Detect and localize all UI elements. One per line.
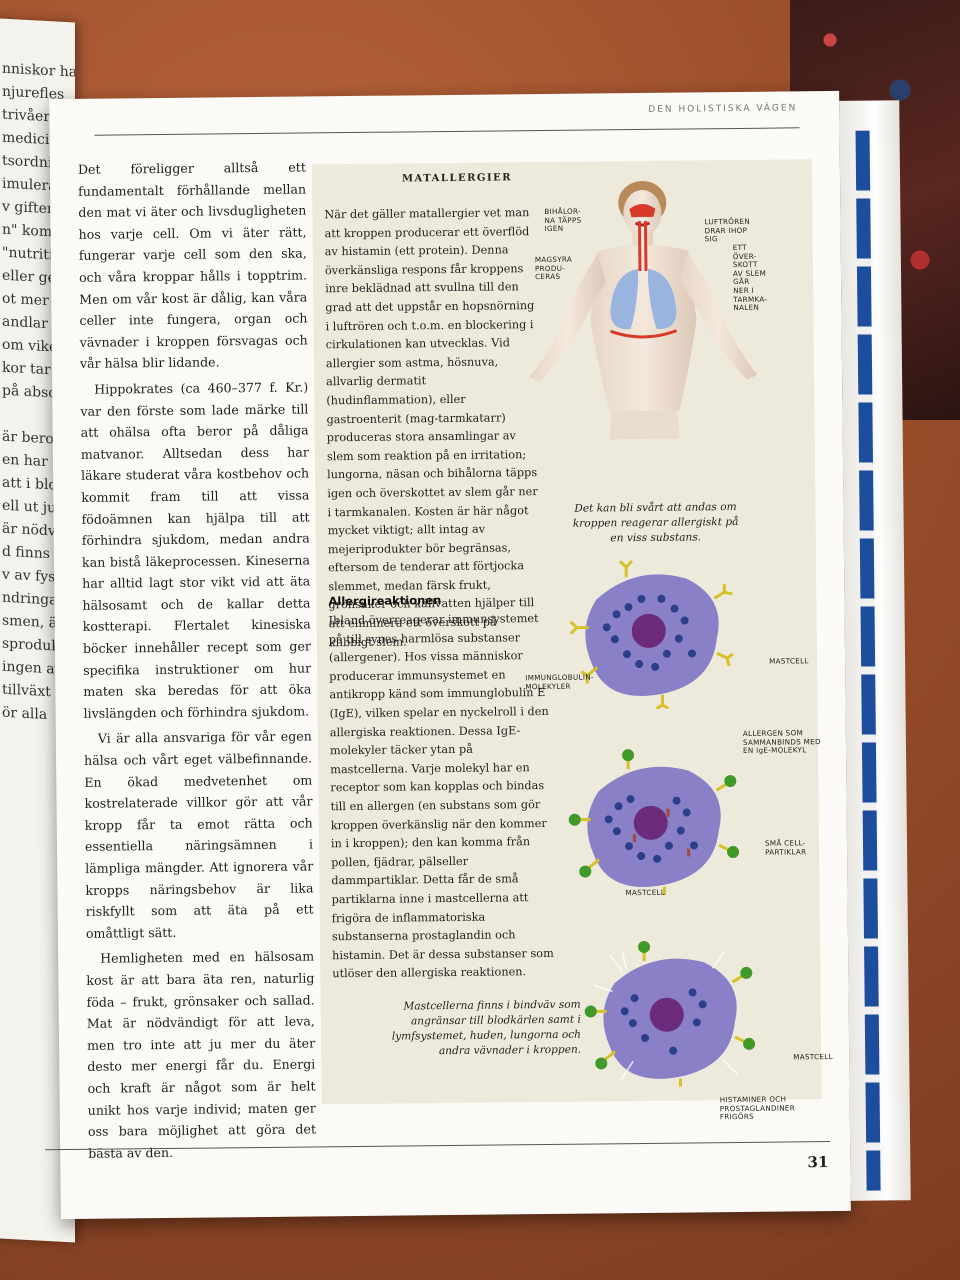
main-paragraph: Vi är alla ansvariga för vår egen hälsa … xyxy=(84,728,314,941)
mast-cell-illustration-1 xyxy=(569,560,734,710)
running-head: DEN HOLISTISKA VÄGEN xyxy=(648,103,798,115)
body-illustration xyxy=(529,180,758,440)
main-paragraph: Hemligheten med en hälsosam kost är att … xyxy=(86,948,317,1161)
label-stomach: MAGSYRA PRODU- CERAS xyxy=(534,254,573,282)
left-page-line: tillväxt xyxy=(2,681,51,701)
mast-cell-illustration-3 xyxy=(584,940,756,1087)
left-page-line: ör alla xyxy=(2,704,48,724)
left-page-line: ingen av xyxy=(2,658,63,678)
label-particles: SMÅ CELL- PARTIKLAR xyxy=(764,838,807,857)
label-allergen: ALLERGEN SOM SAMMANBINDS MED EN IgE-MOLE… xyxy=(742,728,821,756)
box-intro-text: När det gäller matallergier vet man att … xyxy=(324,206,538,649)
label-sinuses: BIHÅLOR- NA TÄPPS IGEN xyxy=(544,206,582,234)
mast-cell-illustration-2 xyxy=(568,749,740,895)
sidebar-box: MATALLERGIER När det gäller matallergier… xyxy=(311,159,833,1121)
label-mucus: ETT ÖVER- SKOTT AV SLEM GÅR NER I TARMKA… xyxy=(732,242,768,313)
label-histamine: HISTAMINER OCH PROSTAGLANDINER FRIGÖRS xyxy=(719,1094,796,1122)
label-airways: LUFTRÖREN DRAR IHOP SIG xyxy=(704,216,751,244)
book-page: DEN HOLISTISKA VÄGEN Det föreligger allt… xyxy=(45,90,911,1220)
left-page-line: sproduk xyxy=(2,635,60,655)
caption-breathing: Det kan bli svårt att andas om kroppen r… xyxy=(572,500,739,545)
caption-mastcells: Mastcellerna finns i bindväv som angräns… xyxy=(391,998,582,1058)
label-mastcell-3: MASTCELL xyxy=(793,1052,833,1062)
page-number: 31 xyxy=(807,1153,829,1172)
label-mastcell-1: MASTCELL xyxy=(769,656,809,666)
box-body: Ibland överreagerar immunsystemet på til… xyxy=(328,612,554,981)
label-mastcell-2: MASTCELL xyxy=(625,887,666,898)
label-ige: IMMUNGLOBULIN- MOLEKYLER xyxy=(525,672,594,691)
left-page-line: eller ge xyxy=(2,267,56,287)
box-intro: När det gäller matallergier vet man att … xyxy=(324,204,541,652)
left-page-line: v gifter. xyxy=(2,198,57,218)
top-rule xyxy=(94,127,800,136)
main-paragraph: Det föreligger alltså ett fundamentalt f… xyxy=(77,159,308,372)
left-page-line: nniskor har to xyxy=(2,60,75,82)
box-subheading: Allergireaktionen xyxy=(328,593,442,609)
main-text-column: Det föreligger alltså ett fundamentalt f… xyxy=(78,156,317,1168)
main-paragraph: Hippokrates (ca 460–377 f. Kr.) var den … xyxy=(80,379,312,721)
